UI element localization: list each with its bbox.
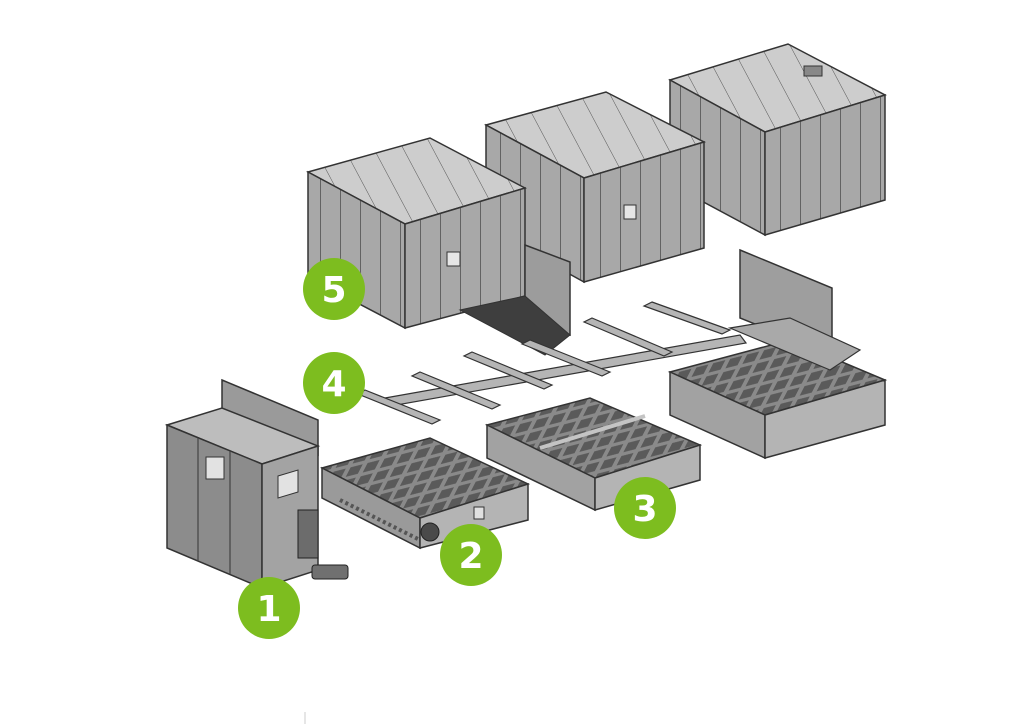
inspection-window — [623, 204, 637, 220]
callout-badge — [303, 352, 365, 414]
hood-section-right — [668, 43, 887, 237]
inspection-window — [446, 251, 461, 267]
callout-2: 2 — [440, 524, 502, 586]
callout-badge — [440, 524, 502, 586]
callout-badge — [238, 577, 300, 639]
callout-3: 3 — [614, 477, 676, 539]
callout-5: 5 — [303, 258, 365, 320]
callout-number: 2 — [458, 536, 483, 577]
power-cabinet — [164, 378, 349, 590]
callout-4: 4 — [303, 352, 365, 414]
callout-number: 5 — [321, 270, 346, 311]
support-rail-frame — [356, 301, 748, 425]
callout-1: 1 — [238, 577, 300, 639]
callout-number: 3 — [632, 489, 657, 530]
callout-number: 1 — [256, 589, 281, 630]
callout-badge — [614, 477, 676, 539]
callout-badge — [303, 258, 365, 320]
table-section-drive — [319, 437, 531, 550]
callout-number: 4 — [321, 364, 346, 405]
table-section-right — [667, 248, 888, 460]
vent-icon — [803, 65, 823, 77]
